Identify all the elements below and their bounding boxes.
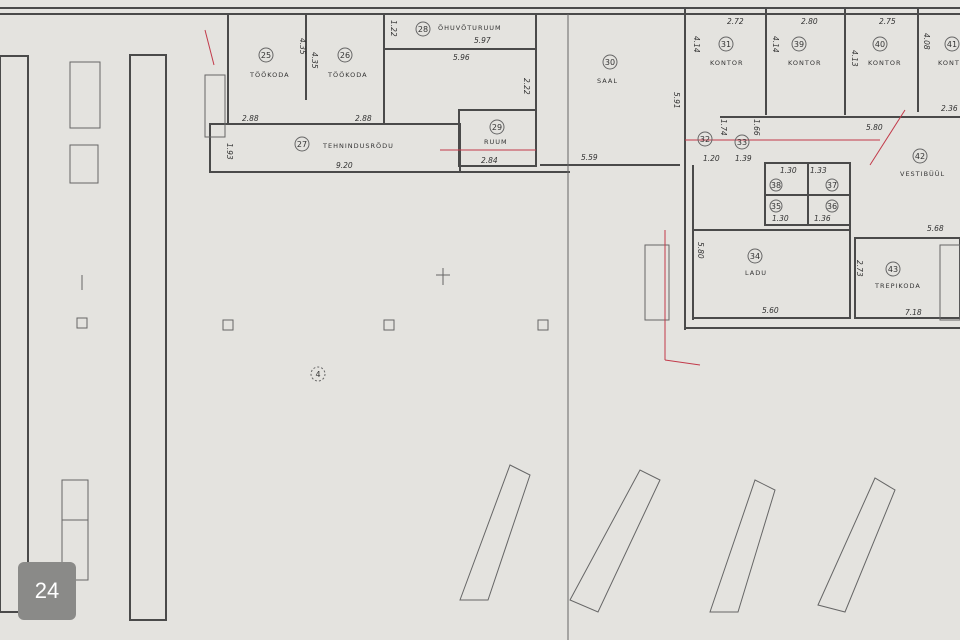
- room-33: 33: [734, 134, 750, 150]
- svg-text:5.96: 5.96: [453, 53, 470, 62]
- svg-text:43: 43: [888, 265, 898, 274]
- svg-text:32: 32: [700, 135, 710, 144]
- svg-text:4: 4: [315, 370, 320, 379]
- svg-text:1.20: 1.20: [703, 154, 720, 163]
- svg-text:42: 42: [915, 152, 925, 161]
- svg-text:SAAL: SAAL: [597, 77, 618, 85]
- svg-text:VESTIBÜÜL: VESTIBÜÜL: [900, 169, 945, 178]
- room-27: 27 TEHNINDUSRÕDU: [294, 136, 394, 152]
- svg-text:2.84: 2.84: [481, 156, 498, 165]
- svg-text:1.93: 1.93: [225, 143, 234, 160]
- svg-text:4.14: 4.14: [692, 36, 701, 53]
- svg-text:9.20: 9.20: [336, 161, 353, 170]
- svg-text:29: 29: [492, 123, 502, 132]
- svg-text:1.39: 1.39: [735, 154, 752, 163]
- svg-text:1.74: 1.74: [719, 119, 728, 136]
- svg-text:31: 31: [721, 40, 731, 49]
- svg-text:1.22: 1.22: [389, 20, 398, 37]
- svg-text:2.22: 2.22: [522, 78, 531, 95]
- svg-text:4.13: 4.13: [850, 50, 859, 67]
- svg-text:5.91: 5.91: [672, 92, 681, 109]
- svg-text:2.88: 2.88: [355, 114, 372, 123]
- svg-text:4.14: 4.14: [771, 36, 780, 53]
- svg-text:5.68: 5.68: [927, 224, 944, 233]
- svg-text:TÖÖKODA: TÖÖKODA: [249, 70, 290, 79]
- svg-text:1.36: 1.36: [814, 214, 831, 223]
- room-32: 32: [697, 131, 713, 147]
- svg-text:36: 36: [827, 202, 837, 211]
- svg-text:34: 34: [750, 252, 760, 261]
- svg-text:4.35: 4.35: [310, 52, 319, 69]
- svg-text:RUUM: RUUM: [484, 138, 508, 146]
- svg-text:5.80: 5.80: [866, 123, 883, 132]
- svg-text:41: 41: [947, 40, 957, 49]
- svg-text:39: 39: [794, 40, 804, 49]
- svg-text:2.75: 2.75: [879, 17, 896, 26]
- svg-text:5.60: 5.60: [762, 306, 779, 315]
- svg-text:5.59: 5.59: [581, 153, 598, 162]
- dimension-labels: 4.35 4.35 2.88 2.88 9.20 1.93 1.22 5.97 …: [225, 17, 958, 317]
- svg-text:KONTOR: KONTOR: [868, 59, 902, 67]
- room-36: 36: [825, 199, 839, 213]
- room-38: 38: [769, 178, 783, 192]
- svg-text:27: 27: [297, 140, 307, 149]
- svg-text:LADU: LADU: [745, 269, 767, 277]
- svg-text:2.88: 2.88: [242, 114, 259, 123]
- area-4: 4: [310, 366, 326, 382]
- svg-text:ÕHUVÕTURUUM: ÕHUVÕTURUUM: [438, 23, 502, 32]
- svg-text:KONTOR: KONTOR: [788, 59, 822, 67]
- svg-text:2.72: 2.72: [727, 17, 744, 26]
- svg-text:35: 35: [771, 202, 781, 211]
- svg-text:KONTOR: KONTOR: [710, 59, 744, 67]
- svg-text:5.97: 5.97: [474, 36, 491, 45]
- room-37: 37: [825, 178, 839, 192]
- svg-text:TREPIKODA: TREPIKODA: [874, 282, 921, 290]
- svg-text:40: 40: [875, 40, 885, 49]
- svg-text:1.33: 1.33: [810, 166, 827, 175]
- room-28: 28 ÕHUVÕTURUUM: [415, 21, 502, 37]
- svg-text:28: 28: [418, 25, 428, 34]
- svg-text:25: 25: [261, 51, 271, 60]
- svg-text:1.30: 1.30: [772, 214, 789, 223]
- svg-text:TÖÖKODA: TÖÖKODA: [327, 70, 368, 79]
- svg-text:1.30: 1.30: [780, 166, 797, 175]
- svg-text:4.08: 4.08: [922, 33, 931, 50]
- evacuation-arrows: [204, 29, 906, 366]
- svg-text:2.73: 2.73: [855, 260, 864, 277]
- svg-text:4.35: 4.35: [298, 38, 307, 55]
- svg-text:TEHNINDUSRÕDU: TEHNINDUSRÕDU: [322, 141, 394, 150]
- svg-text:5.80: 5.80: [696, 242, 705, 259]
- svg-text:2.80: 2.80: [801, 17, 818, 26]
- svg-text:38: 38: [771, 181, 781, 190]
- svg-text:KONT: KONT: [938, 59, 960, 67]
- svg-text:33: 33: [737, 138, 747, 147]
- svg-text:37: 37: [827, 181, 837, 190]
- site-logo: 24: [18, 562, 76, 620]
- svg-text:7.18: 7.18: [905, 308, 922, 317]
- svg-text:30: 30: [605, 58, 615, 67]
- svg-text:1.66: 1.66: [752, 119, 761, 136]
- room-35: 35: [769, 199, 783, 213]
- walls: [0, 7, 960, 640]
- svg-text:2.36: 2.36: [941, 104, 958, 113]
- svg-text:26: 26: [340, 51, 350, 60]
